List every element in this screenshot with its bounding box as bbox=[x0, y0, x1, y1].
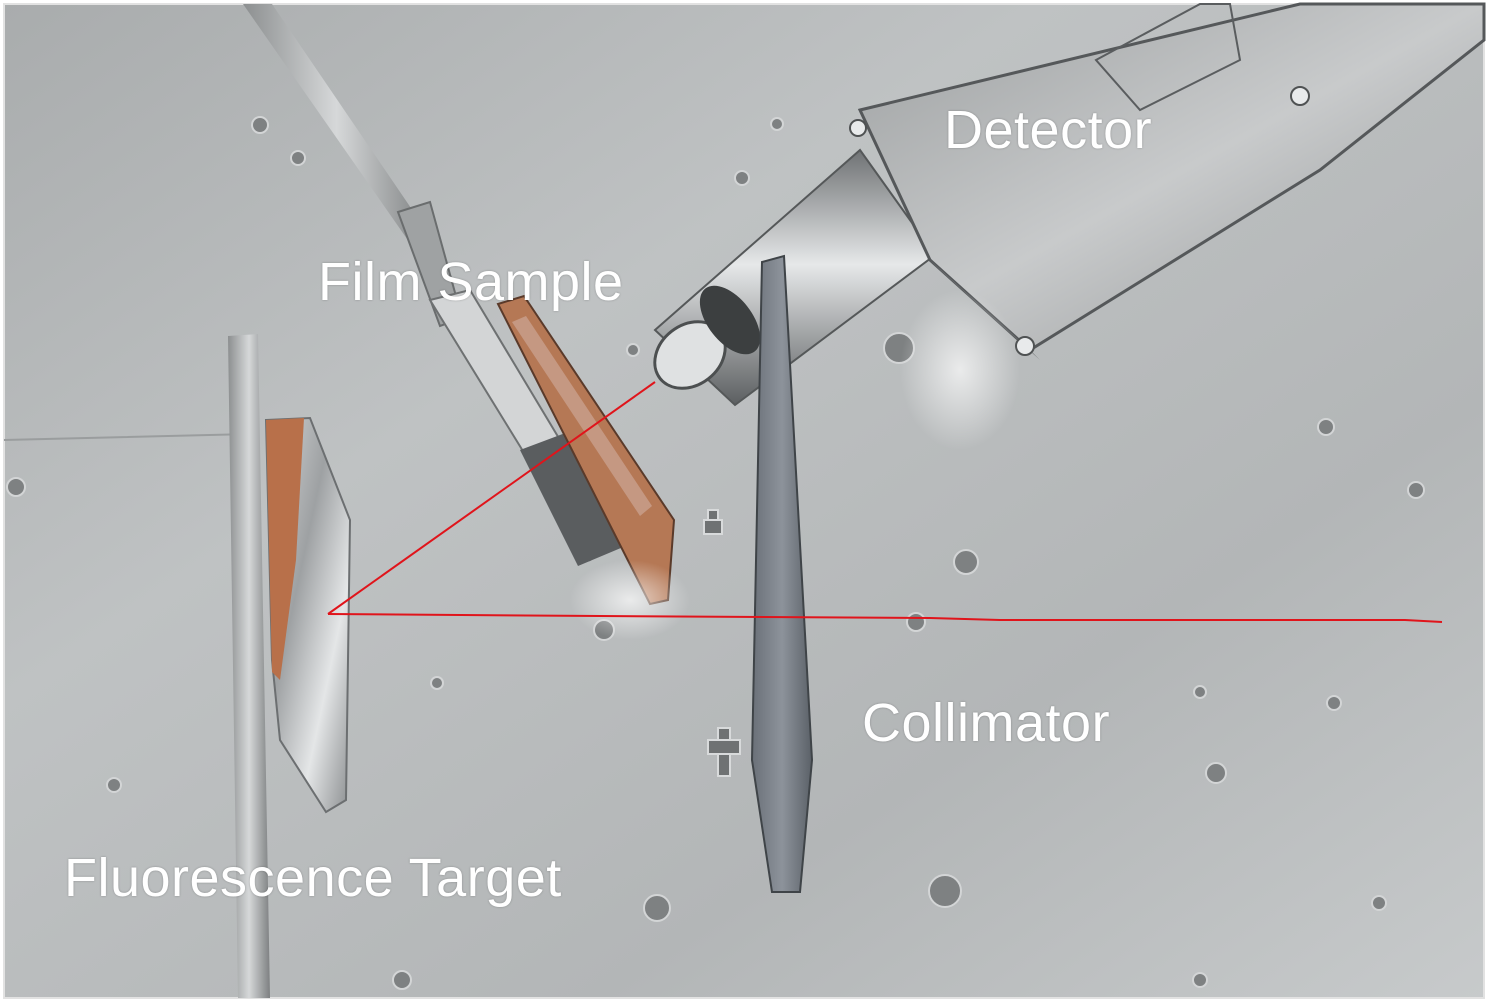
detector-label: Detector bbox=[944, 100, 1153, 160]
beam-path bbox=[327, 381, 1443, 623]
collimator-label: Collimator bbox=[862, 693, 1111, 753]
detector-ring bbox=[699, 285, 761, 355]
manipulator-rod bbox=[243, 4, 430, 246]
film-sample-label: Film Sample bbox=[318, 252, 624, 312]
support-rod bbox=[228, 334, 270, 998]
film-glow bbox=[570, 560, 690, 640]
housing-label-plate bbox=[1094, 3, 1242, 112]
target-copper bbox=[266, 418, 304, 680]
film-sample bbox=[496, 294, 676, 606]
housing-bolts bbox=[849, 86, 1310, 356]
fluorescence-target-label: Fluorescence Target bbox=[64, 848, 562, 908]
collimator-glow bbox=[900, 290, 1020, 450]
key-slots bbox=[703, 509, 741, 777]
collimator bbox=[750, 254, 814, 893]
detector-housing bbox=[857, 2, 1486, 352]
film-sample-window bbox=[512, 316, 652, 516]
